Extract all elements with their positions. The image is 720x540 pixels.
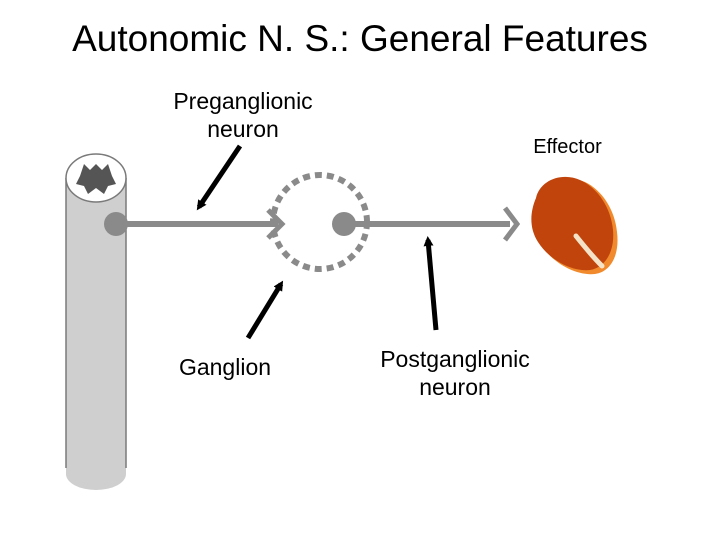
preganglionic-label-line-1: Preganglionic [173, 88, 313, 114]
ganglion-arrow [245, 280, 284, 340]
postganglionic-label-line-2: neuron [419, 373, 491, 400]
preganglionic-label-line-2: neuron [207, 115, 279, 142]
preganglionic-arrow [196, 144, 243, 211]
preganglionic-neuron [104, 208, 286, 240]
heart-icon-body [531, 176, 614, 271]
postganglionic-label: Postganglionic neuron [345, 346, 565, 401]
postganglionic-cell-body [332, 212, 356, 236]
postganglionic-arrow [423, 236, 439, 331]
postganglionic-terminal [503, 206, 521, 242]
postganglionic-label-line-1: Postganglionic [380, 346, 530, 372]
slide-title: Autonomic N. S.: General Features [72, 18, 648, 59]
heart-icon [531, 176, 618, 275]
preganglionic-label: Preganglionic neuron [148, 88, 338, 143]
postganglionic-neuron [332, 206, 521, 242]
spinal-cord-bottom [66, 458, 126, 490]
ganglion-label: Ganglion [178, 354, 272, 380]
preganglionic-cell-body [104, 212, 128, 236]
effector-label: Effector [533, 136, 602, 158]
spinal-cord [65, 153, 127, 490]
gray-matter-icon [76, 164, 116, 194]
heart-icon-highlight [573, 233, 605, 269]
